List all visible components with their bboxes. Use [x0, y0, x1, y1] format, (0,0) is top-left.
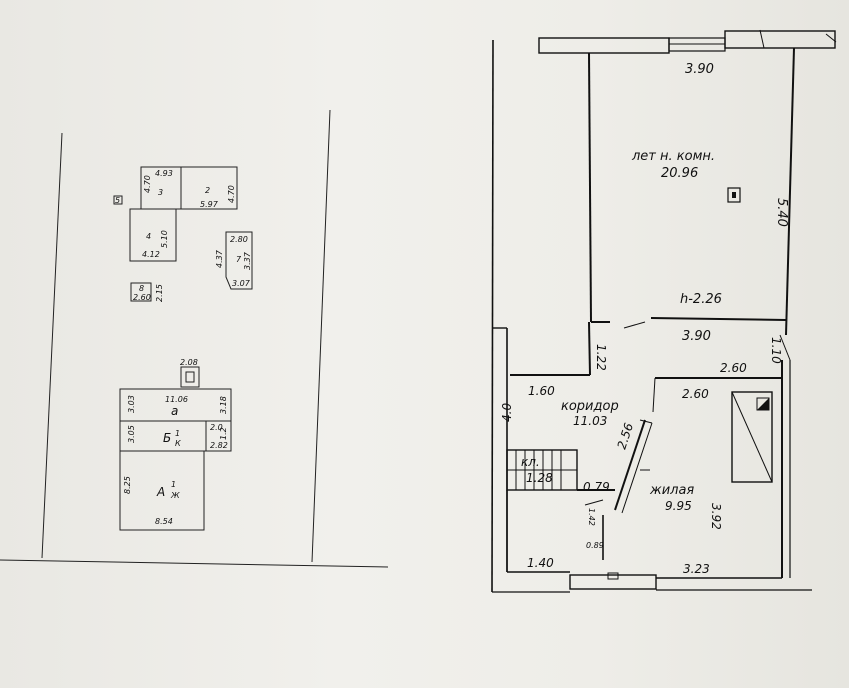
site-marker-box	[113, 195, 123, 205]
site-boundary-left	[41, 132, 63, 559]
b1-number: 3	[158, 188, 163, 197]
b4-top-dim: 2.80	[230, 235, 248, 244]
pantry-area: 1.28	[526, 471, 553, 485]
living-top-dim-2: 2.60	[682, 387, 709, 401]
summer-room-bottom-wall	[650, 317, 787, 321]
b4-left-dim: 4.37	[215, 249, 224, 268]
stove	[731, 391, 773, 483]
height-note: h-2.26	[680, 292, 722, 307]
right-small-dim: 1.10	[769, 337, 783, 364]
bottom-left-dim: 1.40	[527, 556, 554, 570]
building-4	[225, 231, 253, 290]
outer-left-wall	[491, 39, 494, 593]
summer-room-area: 20.96	[661, 166, 698, 181]
house-label-b-sup: 1	[175, 429, 180, 438]
house-top-dim: 11.06	[165, 395, 188, 404]
floor-plan-labels: 3.90 лет н. комн. 20.96 5.40 h-2.26 3.90…	[500, 62, 789, 576]
living-name: жилая	[649, 483, 694, 498]
bottom-right-dim: 3.23	[683, 562, 710, 576]
house-porch-dim: 2.08	[180, 358, 198, 367]
house-small-room	[205, 420, 232, 452]
b1-top-dim: 4.93	[155, 169, 173, 178]
site-plan	[0, 109, 389, 568]
diag-dim: 2.56	[615, 421, 637, 451]
b2-bottom-dim: 5.97	[200, 200, 219, 209]
b4-right-dim: 3.37	[243, 251, 252, 270]
summer-room-tag	[727, 187, 741, 203]
pantry-name: кл.	[521, 455, 540, 469]
summer-room-name: лет н. комн.	[631, 149, 715, 164]
living-right-dim: 3.92	[709, 503, 723, 530]
house-small-dim-3: 2.82	[210, 441, 228, 450]
house-porch	[180, 366, 200, 388]
pantry-bottom-dim: 0.89	[586, 541, 604, 550]
top-dim: 3.90	[685, 62, 714, 77]
house-label-c-sub: Ж	[170, 491, 180, 500]
summer-room-right-wall	[785, 47, 795, 336]
b5-right-dim: 2.15	[155, 284, 164, 302]
b3-bottom-dim: 4.12	[142, 250, 160, 259]
house-left-b-dim: 3.05	[127, 425, 136, 443]
building-2	[180, 166, 238, 210]
house-left-c-dim: 8.25	[123, 476, 132, 494]
b2-right-dim: 4.70	[227, 185, 236, 203]
mid-dim: 3.90	[682, 329, 711, 344]
house-label-b: Б	[163, 431, 171, 445]
pantry-side-dim: 1.42	[587, 508, 596, 526]
house-label-c: А	[156, 485, 165, 499]
building-3	[129, 208, 177, 262]
site-plan-labels: 5 4.93 4.70 3 2 5.97 4.70 4 5.10 4.12 2.…	[115, 169, 252, 526]
house-porch-inner	[185, 371, 195, 383]
corridor-door-dim: 1.22	[594, 344, 608, 371]
pantry-width-dim: 0.79	[583, 480, 610, 494]
house-label-a: а	[171, 404, 178, 418]
bottom-window	[569, 574, 657, 590]
summer-room-right-dim: 5.40	[774, 198, 789, 227]
house-right-a-dim: 3.18	[219, 396, 228, 414]
corridor-area: 11.03	[573, 414, 607, 428]
site-boundary-right	[311, 109, 331, 563]
b3-number: 4	[146, 232, 151, 241]
house-bottom-dim: 8.54	[155, 517, 173, 526]
living-area: 9.95	[665, 499, 692, 513]
house-left-a-dim: 3.03	[127, 395, 136, 413]
floor-plan	[491, 29, 837, 593]
top-wall-left	[538, 37, 670, 54]
living-top-dim-1: 2.60	[720, 361, 747, 375]
site-boundary-bottom	[0, 559, 389, 568]
house-label-c-sup: 1	[171, 480, 176, 489]
building-5	[130, 282, 152, 302]
house-label-b-sub: К	[175, 439, 181, 448]
b4-bottom-dim: 3.07	[232, 279, 251, 288]
corridor-name: коридор	[561, 399, 619, 414]
corridor-left-dim: 1.60	[528, 384, 555, 398]
b4-number: 7	[236, 255, 242, 264]
house-part-c	[119, 450, 205, 531]
b5-number: 8	[139, 284, 144, 293]
site-marker-label: 5	[115, 196, 120, 205]
b1-left-dim: 4.70	[143, 175, 152, 193]
top-wall-right	[724, 30, 836, 49]
house-small-dim-1: 2.0	[210, 423, 223, 432]
corridor-living-wall	[614, 419, 646, 511]
corridor-height-dim: 4.0	[500, 403, 514, 422]
b2-number: 2	[205, 186, 210, 195]
b5-bottom-dim: 2.60	[133, 293, 151, 302]
summer-room-left-wall	[588, 52, 592, 323]
house-small-dim-2: 1.2	[219, 427, 228, 440]
b3-right-dim: 5.10	[160, 230, 169, 248]
